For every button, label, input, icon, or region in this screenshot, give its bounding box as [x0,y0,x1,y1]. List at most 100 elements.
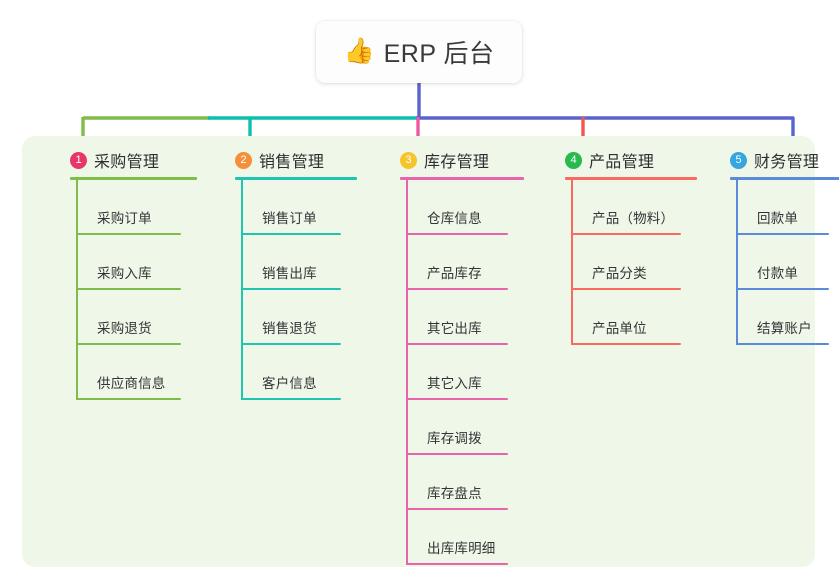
branch-item-underline [406,563,508,565]
branch-underline [730,177,839,180]
branch-column-2: 2 销售管理销售订单销售出库销售退货客户信息 [211,149,376,400]
branch-item-underline [241,233,341,235]
branch-number-badge: 3 [400,151,417,169]
branch-item-underline [76,233,181,235]
branch-item-underline [736,288,829,290]
branch-item-label: 回款单 [757,211,799,226]
thumbs-up-icon: 👍 [343,36,375,65]
branch-spine [571,180,573,345]
branch-spine [736,180,738,345]
branch-number-badge: 5 [730,151,747,169]
branch-column-1: 1 采购管理采购订单采购入库采购退货供应商信息 [46,149,211,400]
branch-item[interactable]: 供应商信息 [76,345,211,400]
branch-item-underline [406,508,508,510]
branch-item-label: 产品（物料） [592,211,675,226]
branch-items: 回款单付款单结算账户 [736,180,839,345]
branch-item[interactable]: 客户信息 [241,345,376,400]
branch-item-underline [736,343,829,345]
branch-item[interactable]: 产品库存 [406,235,541,290]
branch-item-label: 销售订单 [262,211,317,226]
branch-item[interactable]: 回款单 [736,180,839,235]
branch-item[interactable]: 产品（物料） [571,180,706,235]
branch-item-underline [241,343,341,345]
branch-header-1[interactable]: 1 采购管理 [46,149,211,171]
branch-underline [565,177,697,180]
branch-item-label: 产品库存 [427,266,482,281]
branches-panel [22,136,815,567]
branch-underline [70,177,197,180]
branch-item-underline [571,233,681,235]
branch-item[interactable]: 销售出库 [241,235,376,290]
branch-item-underline [406,343,508,345]
branch-item-label: 采购订单 [97,211,152,226]
branch-item[interactable]: 仓库信息 [406,180,541,235]
branch-header-5[interactable]: 5 财务管理 [706,149,839,171]
branch-spine [76,180,78,400]
branch-number-badge: 1 [70,151,87,169]
branch-item-label: 销售出库 [262,266,317,281]
branch-item-underline [571,288,681,290]
branch-item[interactable]: 采购入库 [76,235,211,290]
branch-underline [235,177,357,180]
branch-item[interactable]: 其它出库 [406,290,541,345]
branch-item-label: 付款单 [757,266,799,281]
branch-item[interactable]: 库存盘点 [406,455,541,510]
branch-item-label: 产品单位 [592,321,647,336]
branch-header-3[interactable]: 3 库存管理 [376,149,541,171]
branch-item-underline [571,343,681,345]
branch-item[interactable]: 付款单 [736,235,839,290]
branch-item-label: 库存盘点 [427,486,482,501]
branch-item-label: 出库库明细 [427,541,496,556]
branch-title: 库存管理 [424,154,490,171]
branch-header-4[interactable]: 4 产品管理 [541,149,706,171]
branch-header-2[interactable]: 2 销售管理 [211,149,376,171]
branch-title: 销售管理 [259,154,325,171]
branch-item-underline [76,398,181,400]
branch-item-underline [406,398,508,400]
branch-item-underline [241,288,341,290]
branch-item-label: 采购入库 [97,266,152,281]
branch-column-3: 3 库存管理仓库信息产品库存其它出库其它入库库存调拨库存盘点出库库明细 [376,149,541,565]
branch-item[interactable]: 销售退货 [241,290,376,345]
branch-item-label: 供应商信息 [97,376,166,391]
branch-item[interactable]: 采购订单 [76,180,211,235]
branch-spine [406,180,408,565]
branch-item[interactable]: 其它入库 [406,345,541,400]
branch-item-underline [241,398,341,400]
branch-item-underline [406,453,508,455]
branch-item[interactable]: 库存调拨 [406,400,541,455]
branch-item-label: 销售退货 [262,321,317,336]
branch-item-label: 其它出库 [427,321,482,336]
branch-item[interactable]: 采购退货 [76,290,211,345]
branch-items: 产品（物料） 产品分类产品单位 [571,180,706,345]
branch-item-underline [736,233,829,235]
branch-item-label: 其它入库 [427,376,482,391]
branch-item-label: 采购退货 [97,321,152,336]
branch-item-underline [406,233,508,235]
branch-items: 销售订单销售出库销售退货客户信息 [241,180,376,400]
branch-number-badge: 2 [235,151,252,169]
branch-item[interactable]: 出库库明细 [406,510,541,565]
branch-item-underline [406,288,508,290]
branch-title: 产品管理 [589,154,655,171]
branch-item-underline [76,343,181,345]
page-title: ERP 后台 [383,40,495,68]
branch-title: 财务管理 [754,154,820,171]
branch-item-label: 客户信息 [262,376,317,391]
branch-item-label: 产品分类 [592,266,647,281]
branch-column-5: 5 财务管理回款单付款单结算账户 [706,149,839,345]
branch-item-label: 仓库信息 [427,211,482,226]
branch-item-underline [76,288,181,290]
branch-item[interactable]: 产品单位 [571,290,706,345]
branch-items: 采购订单采购入库采购退货供应商信息 [76,180,211,400]
branch-title: 采购管理 [94,154,160,171]
branch-item[interactable]: 销售订单 [241,180,376,235]
branch-item[interactable]: 结算账户 [736,290,839,345]
branch-item[interactable]: 产品分类 [571,235,706,290]
branch-items: 仓库信息产品库存其它出库其它入库库存调拨库存盘点出库库明细 [406,180,541,565]
branch-underline [400,177,524,180]
branch-spine [241,180,243,400]
root-node[interactable]: 👍 ERP 后台 [316,21,522,83]
branch-number-badge: 4 [565,151,582,169]
